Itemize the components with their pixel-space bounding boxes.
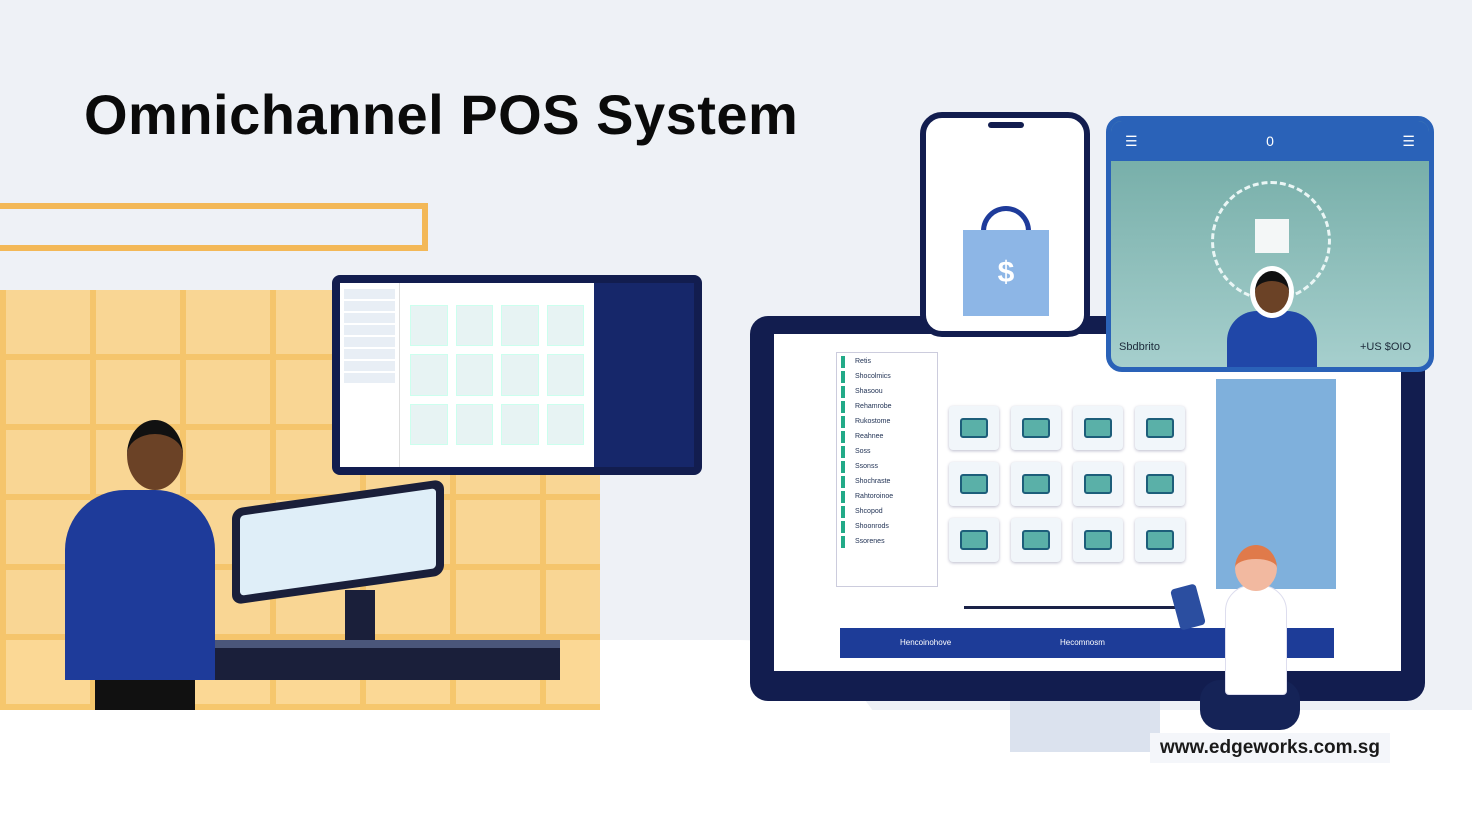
product-tile[interactable]	[1135, 518, 1185, 562]
product-tile[interactable]	[1073, 462, 1123, 506]
bag-handle	[981, 206, 1031, 246]
monitor-sidebar	[340, 283, 400, 467]
product-tile[interactable]	[1135, 406, 1185, 450]
kiosk-stand	[345, 590, 375, 640]
cashier-person	[65, 490, 215, 680]
product-tile[interactable]	[1135, 462, 1185, 506]
sidebar-item[interactable]: Shasoou	[841, 386, 933, 398]
monitor-stand	[1010, 700, 1160, 752]
action-button-1[interactable]: Hencoinohove	[900, 638, 952, 647]
sidebar-item[interactable]: Shoonrods	[841, 521, 933, 533]
sidebar-item[interactable]: Ssonss	[841, 461, 933, 473]
sidebar-item[interactable]: Rehamrobe	[841, 401, 933, 413]
sidebar-item[interactable]: Shochraste	[841, 476, 933, 488]
product-tile[interactable]	[949, 462, 999, 506]
sidebar-item[interactable]: Rukostome	[841, 416, 933, 428]
product-tile[interactable]	[1011, 406, 1061, 450]
sidebar-item[interactable]: Reahnee	[841, 431, 933, 443]
tablet: ☰ 0 ☰ Sbdbrito +US $OIO	[1106, 116, 1434, 372]
customer-person	[1225, 585, 1287, 695]
customer-head	[1235, 545, 1277, 591]
shelf-header	[0, 203, 428, 251]
floor	[0, 710, 1472, 832]
sidebar-item[interactable]: Ssorenes	[841, 536, 933, 548]
box-icon	[1255, 219, 1289, 253]
product-tile[interactable]	[949, 518, 999, 562]
monitor-product-grid	[400, 283, 594, 467]
sidebar-item[interactable]: Shocolmics	[841, 371, 933, 383]
cashier-head	[127, 420, 183, 490]
sidebar-item[interactable]: Rahtoroinoe	[841, 491, 933, 503]
page-title: Omnichannel POS System	[84, 83, 799, 146]
menu-icon-right[interactable]: ☰	[1402, 132, 1415, 149]
monitor-panel	[594, 283, 694, 467]
tablet-person	[1227, 311, 1317, 367]
tablet-person-head	[1255, 271, 1289, 313]
menu-icon[interactable]: ☰	[1125, 132, 1138, 149]
dollar-sign: $	[997, 256, 1015, 289]
product-tile[interactable]	[1011, 462, 1061, 506]
smartphone: $	[920, 112, 1090, 337]
product-tile[interactable]	[1011, 518, 1061, 562]
action-button-2[interactable]: Hecomnosm	[1060, 638, 1105, 647]
phone-notch	[988, 122, 1024, 128]
tablet-status: 0	[1266, 133, 1274, 149]
product-tile[interactable]	[949, 406, 999, 450]
product-tile[interactable]	[1073, 518, 1123, 562]
divider	[964, 606, 1194, 609]
desktop-side-panel	[1216, 379, 1336, 589]
product-tile[interactable]	[1073, 406, 1123, 450]
sidebar-item[interactable]: Shcopod	[841, 506, 933, 518]
desktop-monitor: Retis Shocolmics Shasoou Rehamrobe Rukos…	[750, 316, 1425, 701]
wall-monitor	[332, 275, 702, 475]
sidebar-item[interactable]: Soss	[841, 446, 933, 458]
tablet-label-left: Sbdbrito	[1119, 341, 1160, 353]
desktop-sidebar: Retis Shocolmics Shasoou Rehamrobe Rukos…	[836, 352, 938, 587]
cashier-legs	[95, 680, 195, 710]
tablet-topbar: ☰ 0 ☰	[1111, 121, 1429, 161]
website-url[interactable]: www.edgeworks.com.sg	[1150, 733, 1390, 763]
product-grid	[949, 406, 1199, 562]
shopping-bag-icon: $	[963, 230, 1049, 316]
sidebar-item[interactable]: Retis	[841, 356, 933, 368]
checkout-counter	[190, 640, 560, 680]
tablet-label-right: +US $OIO	[1359, 341, 1411, 353]
